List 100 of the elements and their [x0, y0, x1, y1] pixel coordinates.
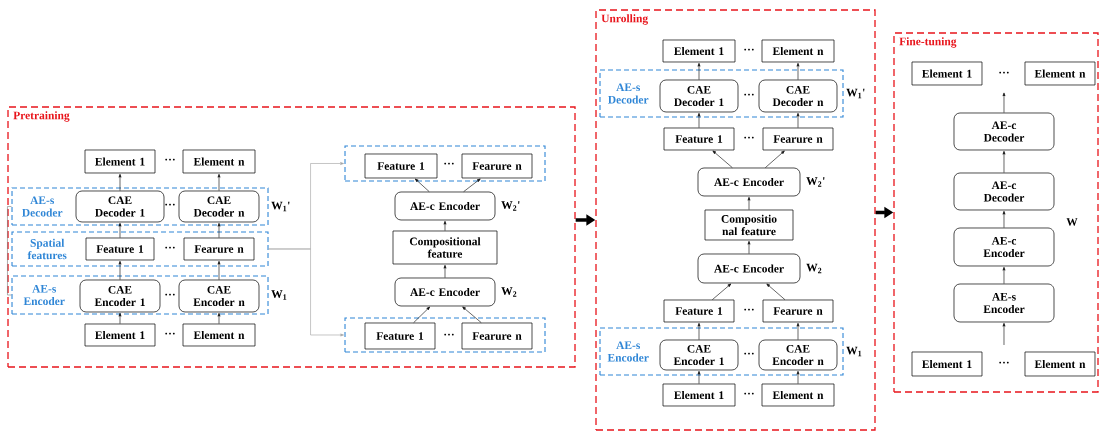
weight-label: W$_{2}$': [501, 201, 520, 211]
arrow: [414, 178, 430, 192]
arrow: [118, 222, 122, 238]
rounded-box: CAE Decoder 1: [75, 190, 165, 223]
arrow: [1002, 322, 1006, 346]
arrow: [118, 260, 122, 280]
arrow: [747, 240, 751, 254]
arrow: [712, 283, 732, 300]
weight-label: W$_{2}$': [806, 177, 825, 187]
arrow: [413, 306, 430, 323]
text-box: Fearure n: [461, 322, 533, 350]
ellipsis: ···: [744, 392, 754, 395]
panel-title: Unrolling: [601, 14, 648, 25]
panel-title: Pretraining: [13, 111, 70, 122]
text-box: Feature 1: [364, 322, 436, 350]
weight-label: W: [1066, 218, 1078, 226]
group-label: AE-s Encoder: [607, 341, 649, 362]
rounded-box: AE-c Encoder: [953, 227, 1055, 267]
arrow: [268, 248, 344, 337]
arrow: [443, 220, 447, 231]
text-box: Compositio nal feature: [704, 209, 794, 241]
text-box: Element 1: [911, 61, 983, 86]
arrow: [697, 322, 701, 340]
arrow: [765, 150, 785, 168]
text-box: Feature 1: [85, 237, 155, 261]
ellipsis: ···: [444, 162, 454, 165]
text-box: Element n: [1024, 61, 1096, 86]
text-box: Element n: [761, 383, 835, 407]
arrow: [217, 312, 221, 324]
arrow: [796, 112, 800, 128]
rounded-box: CAE Encoder n: [758, 339, 838, 371]
ellipsis: ···: [744, 308, 754, 311]
weight-label: W$_{1}$': [846, 88, 865, 99]
text-box: Element 1: [662, 383, 736, 407]
group-label: AE-s Encoder: [23, 284, 65, 306]
arrow: [712, 150, 733, 168]
text-box: Compositional feature: [392, 230, 498, 265]
ellipsis: ···: [744, 136, 754, 139]
arrow: [217, 222, 221, 238]
rounded-box: AE-c Encoder: [697, 167, 801, 197]
text-box: Fearure n: [762, 127, 834, 151]
text-box: Element n: [1024, 351, 1096, 377]
arrow: [443, 264, 447, 278]
ellipsis: ···: [165, 203, 175, 206]
ellipsis: ···: [999, 361, 1009, 364]
text-box: Element 1: [84, 149, 156, 174]
group-label: AE-s Decoder: [22, 196, 63, 217]
arrow: [1002, 92, 1006, 113]
ellipsis: ···: [744, 48, 754, 51]
rounded-box: CAE Encoder n: [178, 279, 260, 313]
group-label: Spatial features: [27, 238, 67, 260]
arrow: [796, 62, 800, 80]
arrow: [1002, 150, 1006, 173]
ellipsis: ···: [165, 332, 175, 335]
rounded-box: CAE Encoder 1: [79, 279, 161, 313]
text-box: Element 1: [84, 323, 156, 347]
arrow: [766, 283, 786, 300]
text-box: Element n: [182, 323, 256, 347]
dashed-group-box: [344, 145, 546, 182]
arrow: [697, 112, 701, 128]
ellipsis: ···: [444, 333, 454, 336]
ellipsis: ···: [744, 352, 754, 355]
text-box: Fearure n: [183, 237, 255, 261]
weight-label: W$_{1}$: [846, 346, 862, 357]
rounded-box: AE-c Decoder: [953, 112, 1055, 151]
rounded-box: AE-c Decoder: [953, 172, 1055, 211]
bracket-line: [7, 206, 12, 296]
arrow: [697, 370, 701, 384]
rounded-box: AE-s Encoder: [953, 283, 1055, 323]
text-box: Element n: [761, 39, 835, 63]
arrow: [1002, 266, 1006, 284]
rounded-box: CAE Encoder 1: [659, 339, 739, 371]
weight-label: W$_{1}$: [271, 290, 287, 300]
arrow: [118, 312, 122, 324]
arrow: [217, 173, 221, 191]
arrow: [217, 260, 221, 280]
weight-label: W$_{1}$': [271, 201, 290, 212]
arrow: [697, 62, 701, 80]
rounded-box: CAE Decoder n: [178, 190, 260, 223]
ellipsis: ···: [165, 158, 175, 161]
text-box: Fearure n: [762, 299, 834, 323]
arrow: [796, 370, 800, 384]
text-box: Feature 1: [663, 127, 735, 151]
arrow: [747, 196, 751, 210]
text-box: Element 1: [911, 351, 983, 377]
text-box: Element n: [182, 149, 256, 174]
arrow: [796, 322, 800, 340]
ellipsis: ···: [165, 246, 175, 249]
weight-label: W$_{2}$: [806, 263, 822, 274]
weight-label: W$_{2}$: [501, 287, 517, 297]
ellipsis: ···: [165, 293, 175, 296]
rounded-box: AE-c Encoder: [697, 253, 801, 284]
panel-title: Fine-tuning: [899, 37, 957, 48]
rounded-box: CAE Decoder n: [758, 79, 838, 113]
arrow: [1002, 210, 1006, 228]
arrow: [462, 306, 482, 323]
text-box: Element 1: [662, 39, 736, 63]
arrow: [463, 178, 481, 192]
rounded-box: AE-c Encoder: [394, 191, 496, 221]
ellipsis: ···: [744, 93, 754, 96]
